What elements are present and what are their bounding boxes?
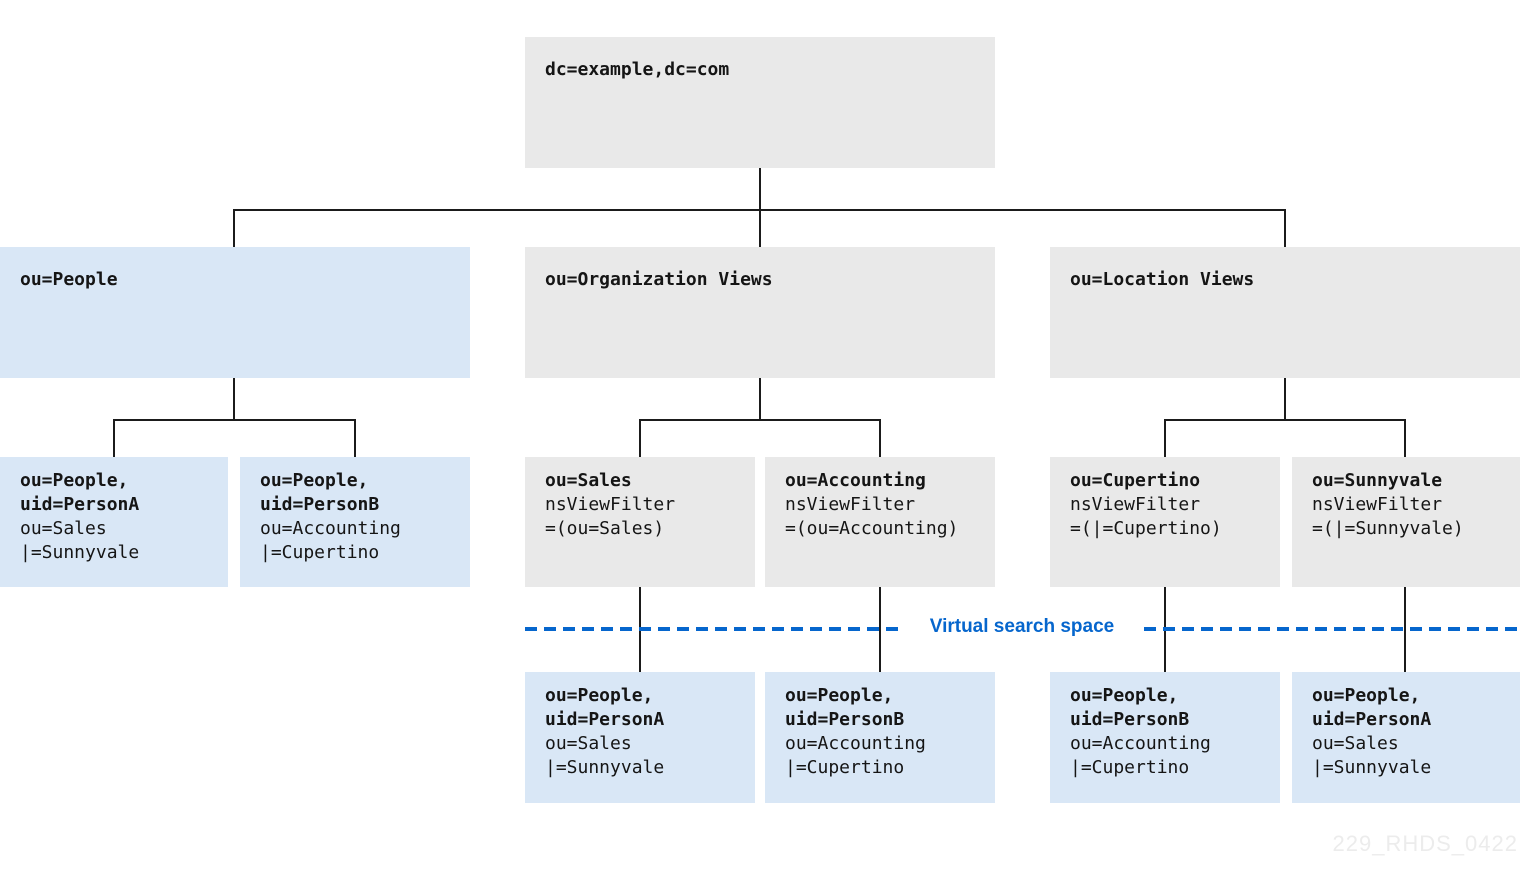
connector-line (879, 419, 881, 457)
connector-line (1164, 419, 1406, 421)
virtual-search-space-label: Virtual search space (929, 616, 1115, 637)
entry-dn-line: uid=PersonA (20, 494, 140, 515)
connector-line (639, 419, 881, 421)
entry-dn-line: ou=People, (260, 470, 369, 491)
view-title: ou=Accounting (785, 470, 926, 491)
view-filter-line: =(ou=Accounting) (785, 518, 959, 539)
view-title: ou=Sunnyvale (1312, 470, 1443, 491)
view-node-sunnyvale: ou=Sunnyvale nsViewFilter =(|=Sunnyvale) (1292, 457, 1520, 587)
entry-dn-line: ou=People, (785, 685, 894, 706)
view-filter-line: nsViewFilter (545, 494, 676, 515)
view-title: ou=Cupertino (1070, 470, 1201, 491)
entry-attr-line: ou=Accounting (785, 733, 926, 754)
view-filter-line: =(|=Sunnyvale) (1312, 518, 1464, 539)
watermark-label: 229_RHDS_0422 (1332, 831, 1518, 856)
node-label: ou=People (20, 269, 118, 290)
connector-line (233, 378, 235, 421)
entry-dn-line: ou=People, (1312, 685, 1421, 706)
view-node-cupertino: ou=Cupertino nsViewFilter =(|=Cupertino) (1050, 457, 1280, 587)
connector-line (1164, 419, 1166, 457)
view-filter-line: nsViewFilter (1070, 494, 1201, 515)
view-title: ou=Sales (545, 470, 632, 491)
connector-line (1284, 209, 1286, 247)
connector-line (639, 419, 641, 457)
entry-attr-line: ou=Sales (1312, 733, 1399, 754)
view-filter-line: nsViewFilter (1312, 494, 1443, 515)
entry-dn-line: ou=People, (545, 685, 654, 706)
entry-dn-line: uid=PersonA (545, 709, 665, 730)
entry-attr-line: ou=Accounting (1070, 733, 1211, 754)
connector-line (113, 419, 356, 421)
entry-attr-line: ou=Sales (20, 518, 107, 539)
node-person-b: ou=People, uid=PersonB ou=Accounting |=C… (240, 457, 470, 587)
virtual-node-person-a-sunnyvale: ou=People, uid=PersonA ou=Sales |=Sunnyv… (1292, 672, 1520, 803)
entry-dn-line: ou=People, (1070, 685, 1179, 706)
node-person-a: ou=People, uid=PersonA ou=Sales |=Sunnyv… (0, 457, 228, 587)
view-node-accounting: ou=Accounting nsViewFilter =(ou=Accounti… (765, 457, 995, 587)
connector-line (1404, 419, 1406, 457)
entry-attr-line: ou=Accounting (260, 518, 401, 539)
view-filter-line: =(ou=Sales) (545, 518, 665, 539)
entry-attr-line: |=Cupertino (785, 757, 905, 778)
connector-line (759, 209, 761, 247)
view-filter-line: =(|=Cupertino) (1070, 518, 1222, 539)
entry-dn-line: uid=PersonB (260, 494, 380, 515)
virtual-node-person-b-accounting: ou=People, uid=PersonB ou=Accounting |=C… (765, 672, 995, 803)
connector-line (233, 209, 235, 247)
entry-attr-line: ou=Sales (545, 733, 632, 754)
connector-line (759, 378, 761, 421)
node-label: dc=example,dc=com (545, 59, 730, 80)
entry-attr-line: |=Cupertino (1070, 757, 1190, 778)
node-root: dc=example,dc=com (525, 37, 995, 168)
entry-attr-line: |=Sunnyvale (20, 542, 140, 563)
connector-line (759, 168, 761, 211)
entry-dn-line: uid=PersonB (785, 709, 905, 730)
virtual-node-person-b-cupertino: ou=People, uid=PersonB ou=Accounting |=C… (1050, 672, 1280, 803)
connector-line (1284, 378, 1286, 421)
view-node-sales: ou=Sales nsViewFilter =(ou=Sales) (525, 457, 755, 587)
connector-line (113, 419, 115, 457)
entry-dn-line: uid=PersonB (1070, 709, 1190, 730)
virtual-node-person-a-sales: ou=People, uid=PersonA ou=Sales |=Sunnyv… (525, 672, 755, 803)
view-filter-line: nsViewFilter (785, 494, 916, 515)
entry-attr-line: |=Cupertino (260, 542, 380, 563)
entry-dn-line: ou=People, (20, 470, 129, 491)
virtual-search-divider-left (525, 627, 900, 631)
node-label: ou=Organization Views (545, 269, 773, 290)
virtual-search-divider-right (1144, 627, 1520, 631)
entry-attr-line: |=Sunnyvale (545, 757, 665, 778)
node-ou-people: ou=People (0, 247, 470, 378)
node-ou-location-views: ou=Location Views (1050, 247, 1520, 378)
entry-dn-line: uid=PersonA (1312, 709, 1432, 730)
node-ou-organization-views: ou=Organization Views (525, 247, 995, 378)
node-label: ou=Location Views (1070, 269, 1255, 290)
connector-line (354, 419, 356, 457)
entry-attr-line: |=Sunnyvale (1312, 757, 1432, 778)
